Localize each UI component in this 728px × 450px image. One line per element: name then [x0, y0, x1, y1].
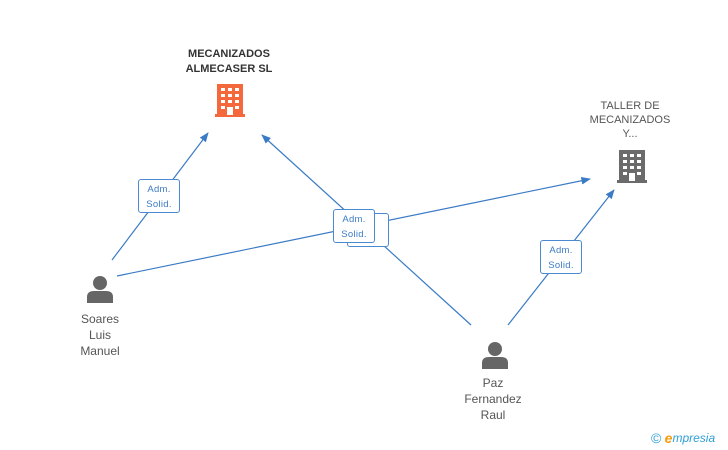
company-label-line: Y... — [622, 128, 638, 140]
person-label-soares[interactable]: Soares Luis Manuel — [60, 311, 140, 359]
relation-role: Adm. — [147, 184, 171, 195]
company-label-line: MECANIZADOS — [589, 114, 671, 126]
building-icon[interactable] — [215, 84, 245, 117]
company-label-line: MECANIZADOS — [188, 48, 270, 60]
person-icon[interactable] — [87, 276, 113, 303]
empresia-logo: © empresia — [651, 430, 715, 446]
company-label-main[interactable]: MECANIZADOS ALMECASER SL — [164, 47, 294, 77]
brand-initial: e — [664, 430, 673, 446]
person-icon[interactable] — [482, 342, 508, 369]
brand-name: mpresia — [672, 431, 716, 445]
person-label-line: Luis — [88, 328, 111, 342]
person-label-paz[interactable]: Paz Fernandez Raul — [453, 375, 533, 423]
relation-role: Solid. — [548, 260, 574, 271]
relation-badge-soares-main[interactable]: Adm. Solid. — [138, 179, 180, 213]
relation-role: Adm. — [549, 245, 573, 256]
person-label-line: Soares — [80, 312, 120, 326]
relation-badge-paz-other[interactable]: Adm. Solid. — [540, 240, 582, 274]
person-label-line: Raul — [480, 408, 506, 422]
relation-badge-paz-main[interactable]: Adm. Solid. — [333, 209, 375, 243]
person-label-line: Manuel — [80, 344, 120, 358]
relation-role: Adm. — [342, 214, 366, 225]
building-icon[interactable] — [617, 150, 647, 183]
company-label-line: ALMECASER SL — [185, 63, 273, 75]
copyright-symbol: © — [651, 430, 662, 446]
relation-role: Solid. — [341, 229, 367, 240]
person-label-line: Paz — [482, 376, 504, 390]
company-label-other[interactable]: TALLER DE MECANIZADOS Y... — [575, 99, 685, 141]
company-label-line: TALLER DE — [600, 100, 660, 112]
person-label-line: Fernandez — [464, 392, 522, 406]
relation-role: Solid. — [146, 199, 172, 210]
